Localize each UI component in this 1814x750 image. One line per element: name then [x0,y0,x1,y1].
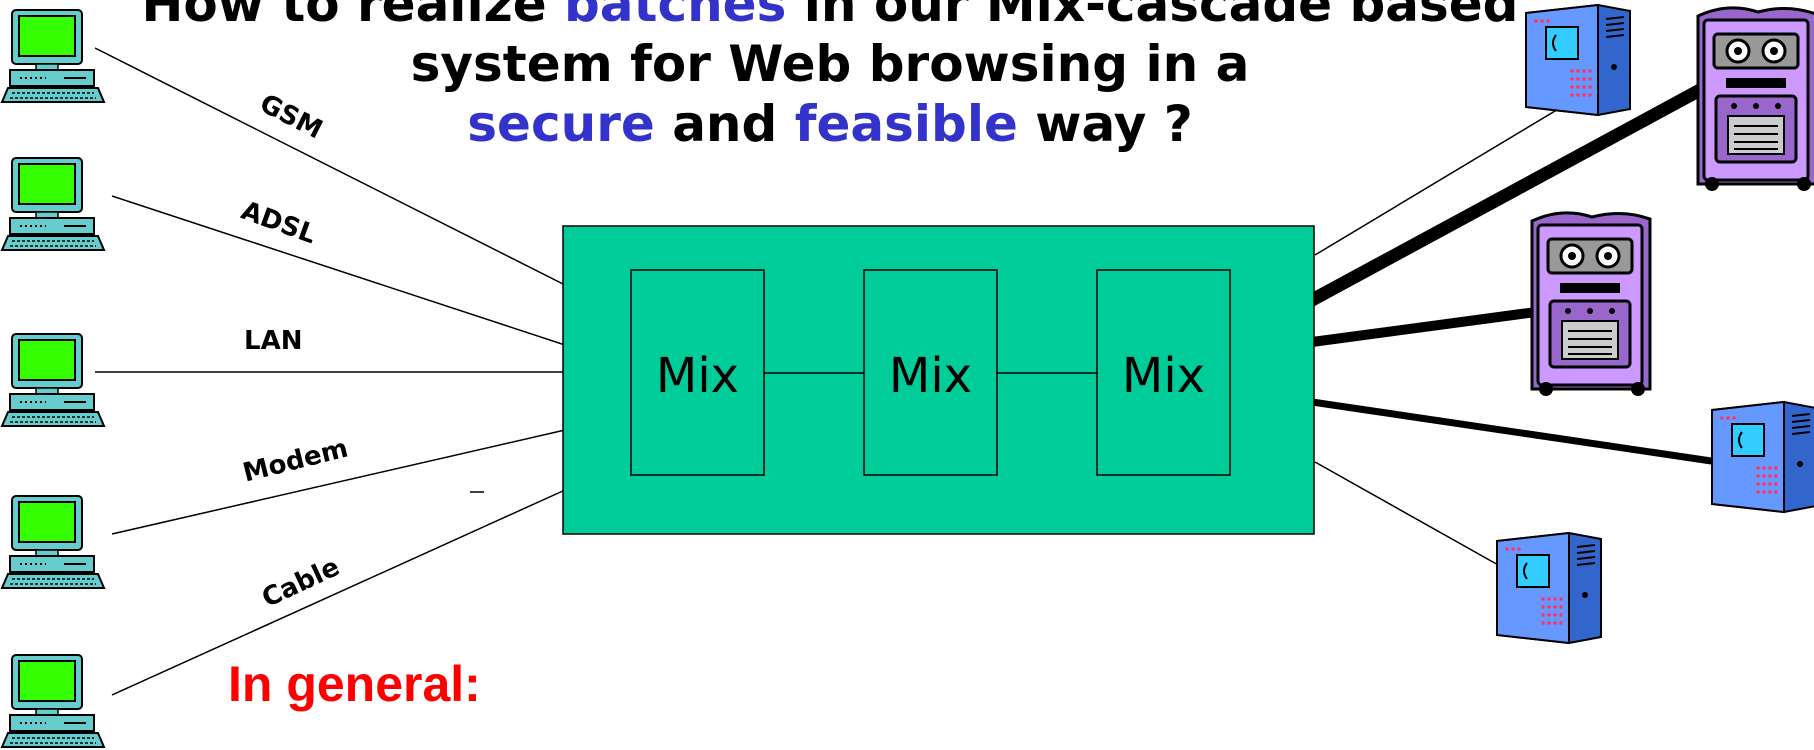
title-line-2: system for Web browsing in a [410,35,1250,93]
mix-3-label: Mix [1122,348,1205,404]
client-links [94,47,566,696]
mix-2[interactable]: Mix [863,269,998,476]
title-line-1: How to realize batches in our Mix-cascad… [110,0,1550,34]
title-highlight-feasible: feasible [794,95,1018,153]
connection-label-lan: LAN [244,326,303,356]
server-link-3 [1307,307,1541,347]
title-highlight-batches: batches [564,0,787,33]
title-line1-suffix: in our Mix-cascade based [786,0,1519,33]
server-tower-icon[interactable] [1496,532,1602,644]
mix-server-icon[interactable] [1530,211,1652,398]
server-link-5 [1314,461,1501,567]
title-line-3: secure and feasible way ? [110,94,1550,154]
server-link-2 [1305,83,1707,307]
desktop-computer-icon[interactable] [1,333,105,427]
modem-link [111,429,566,535]
adsl-link [111,195,566,346]
server-tower-icon[interactable] [1711,401,1814,513]
title-line3-mid: and [654,95,795,153]
desktop-computer-icon[interactable] [1,157,105,251]
title-line1-prefix: How to realize [141,0,565,33]
server-link-4 [1308,398,1722,466]
mix-1[interactable]: Mix [630,269,765,476]
mix-2-label: Mix [889,348,972,404]
desktop-computer-icon[interactable] [1,9,105,103]
cable-link [111,489,566,696]
server-links [1305,83,1722,567]
gsm-link [94,47,566,286]
slide-title: How to realize batches in our Mix-cascad… [110,0,1550,154]
mix-1-label: Mix [656,348,739,404]
desktop-computer-icon[interactable] [1,654,105,748]
title-line3-suffix: way ? [1017,95,1193,153]
in-general-label: In general: [228,656,481,712]
mix-server-icon[interactable] [1696,6,1814,193]
desktop-computer-icon[interactable] [1,495,105,589]
server-link-1 [1314,104,1566,256]
mix-3[interactable]: Mix [1096,269,1231,476]
title-highlight-secure: secure [467,95,655,153]
